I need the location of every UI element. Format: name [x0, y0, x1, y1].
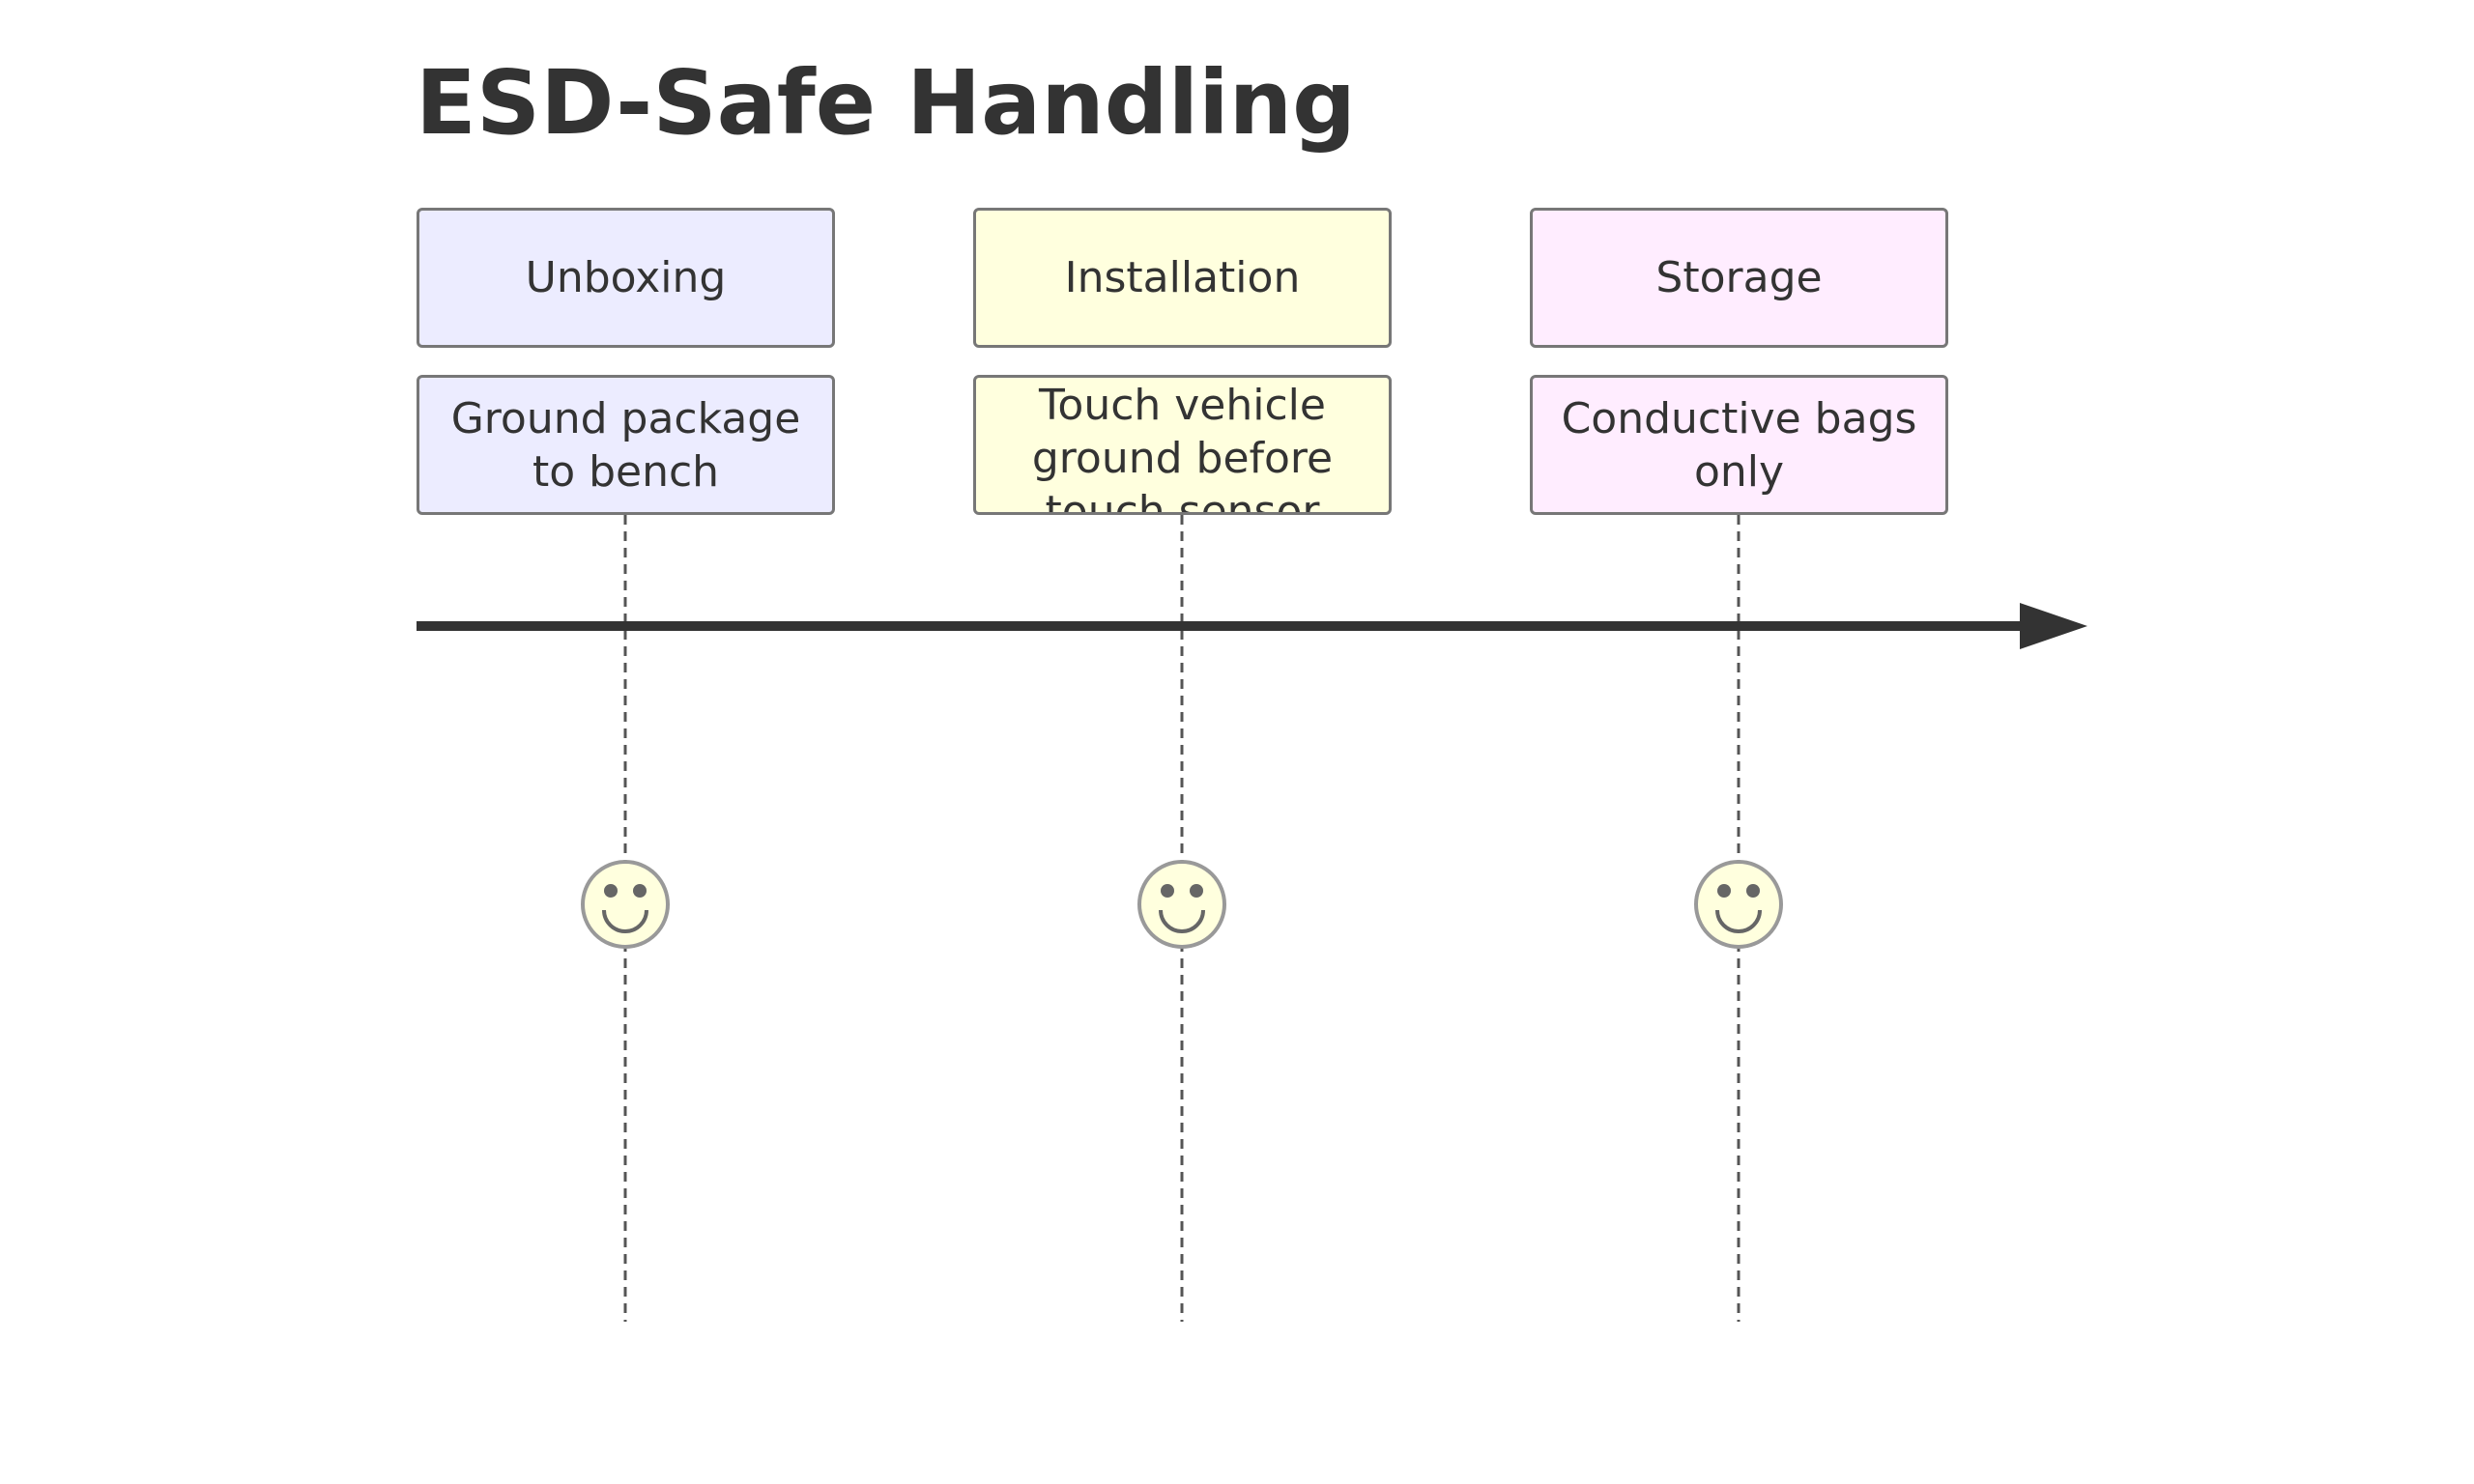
section-label: Unboxing [525, 253, 727, 302]
task-label: Ground package to bench [450, 393, 801, 497]
task-conductive-bags: Conductive bags only [1530, 375, 1948, 515]
timeline-arrowhead-icon [2020, 603, 2087, 649]
smiley-face-icon [581, 860, 670, 949]
smiley-face-icon [1694, 860, 1783, 949]
section-label: Storage [1655, 253, 1823, 302]
section-label: Installation [1064, 253, 1301, 302]
section-installation: Installation [973, 208, 1392, 348]
section-storage: Storage [1530, 208, 1948, 348]
task-touch-vehicle-ground: Touch vehicle ground before touch sensor [973, 375, 1392, 515]
task-label: Touch vehicle ground before touch sensor [1031, 381, 1334, 515]
section-unboxing: Unboxing [417, 208, 835, 348]
diagram-title: ESD-Safe Handling [416, 51, 1357, 155]
task-ground-package: Ground package to bench [417, 375, 835, 515]
task-label: Conductive bags only [1561, 393, 1917, 497]
smiley-face-icon [1137, 860, 1226, 949]
